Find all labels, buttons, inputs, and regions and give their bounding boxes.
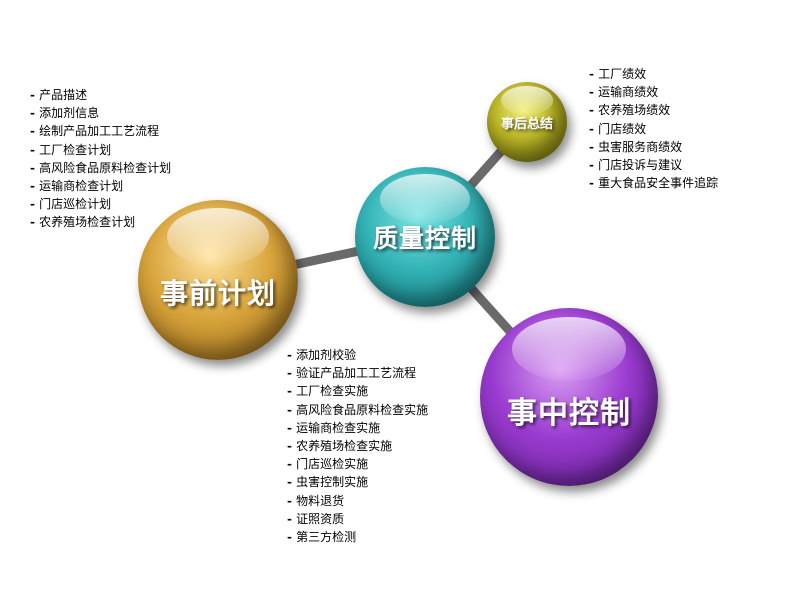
list-item: 高风险食品原料检查实施: [287, 401, 428, 419]
list-item: 门店巡检实施: [287, 455, 428, 473]
list-item: 工厂绩效: [589, 65, 718, 83]
list-item: 第三方检测: [287, 528, 428, 546]
list-item: 工厂检查计划: [30, 141, 171, 159]
list-item: 验证产品加工工艺流程: [287, 364, 428, 382]
list-item: 物料退货: [287, 492, 428, 510]
pre-planning-item-list: 产品描述 添加剂信息 绘制产品加工工艺流程 工厂检查计划 高风险食品原料检查计划…: [30, 86, 171, 232]
node-pre-planning-label: 事前计划: [159, 277, 276, 310]
list-item: 产品描述: [30, 86, 171, 104]
list-item: 运输商检查实施: [287, 419, 428, 437]
node-post-review-label: 事后总结: [500, 116, 553, 132]
list-item: 添加剂信息: [30, 104, 171, 122]
node-quality-control: 质量控制: [355, 167, 495, 307]
list-item: 证照资质: [287, 510, 428, 528]
list-item: 工厂检查实施: [287, 382, 428, 400]
post-review-item-list: 工厂绩效 运输商绩效 农养殖场绩效 门店绩效 虫害服务商绩效 门店投诉与建议 重…: [589, 65, 718, 192]
node-quality-control-label: 质量控制: [372, 224, 477, 253]
list-item: 门店绩效: [589, 120, 718, 138]
list-item: 运输商检查计划: [30, 177, 171, 195]
list-item: 重大食品安全事件追踪: [589, 174, 718, 192]
list-item: 添加剂校验: [287, 346, 428, 364]
node-in-process-control: 事中控制: [480, 308, 658, 486]
list-item: 高风险食品原料检查计划: [30, 159, 171, 177]
list-item: 运输商绩效: [589, 83, 718, 101]
list-item: 农养殖场检查计划: [30, 213, 171, 231]
list-item: 门店巡检计划: [30, 195, 171, 213]
list-item: 农养殖场检查实施: [287, 437, 428, 455]
list-item: 门店投诉与建议: [589, 156, 718, 174]
in-process-control-item-list: 添加剂校验 验证产品加工工艺流程 工厂检查实施 高风险食品原料检查实施 运输商检…: [287, 346, 428, 546]
node-post-review: 事后总结: [487, 82, 567, 162]
list-item: 虫害服务商绩效: [589, 138, 718, 156]
list-item: 虫害控制实施: [287, 473, 428, 491]
list-item: 农养殖场绩效: [589, 101, 718, 119]
list-item: 绘制产品加工工艺流程: [30, 122, 171, 140]
node-in-process-control-label: 事中控制: [507, 396, 631, 431]
